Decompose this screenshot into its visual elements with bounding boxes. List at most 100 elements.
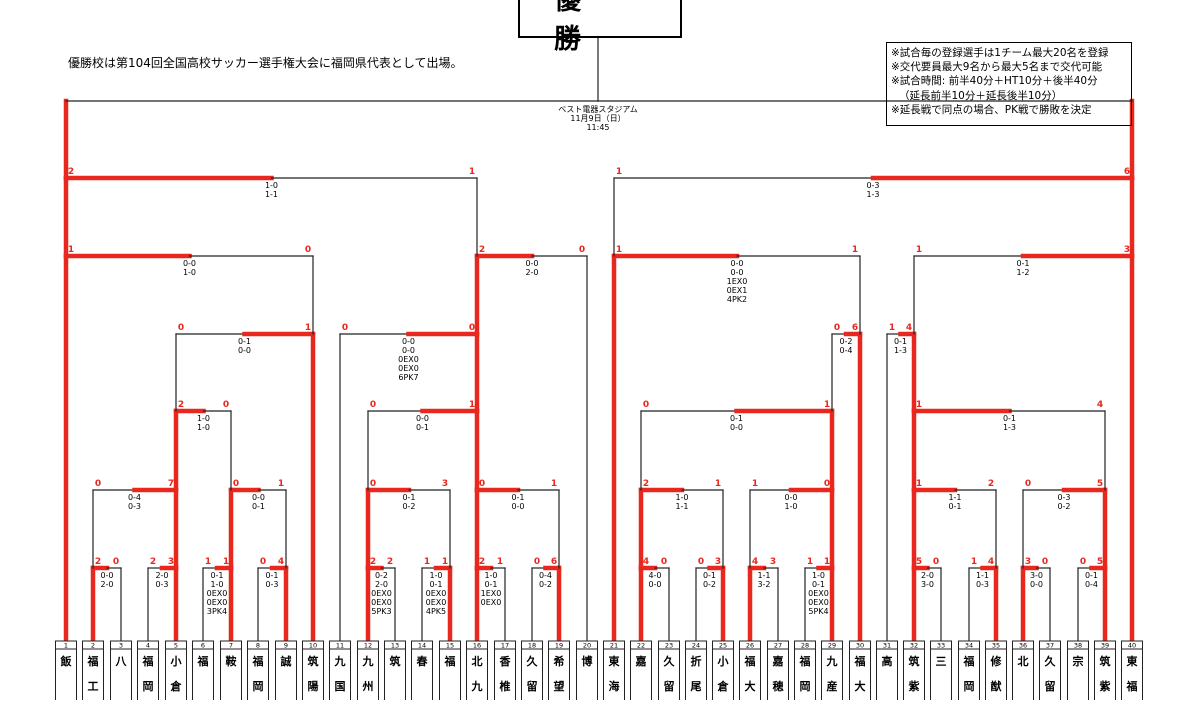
half-score: 0-1 xyxy=(703,571,716,580)
goal-count-left: 0 xyxy=(534,557,540,567)
half-score: 0EX0 xyxy=(426,589,447,598)
team-name-char: 岡 xyxy=(964,680,975,693)
team-number: 27 xyxy=(774,642,782,650)
team-name-char: 久 xyxy=(527,654,539,668)
half-score: 2-0 xyxy=(921,571,934,580)
goal-count-right: 0 xyxy=(1042,557,1048,567)
half-score: 0-4 xyxy=(128,493,141,502)
rule-line: （延長前半10分＋延長後半10分） xyxy=(899,89,1063,102)
half-score: 0-4 xyxy=(1085,580,1098,589)
goal-count-right: 6 xyxy=(1124,167,1130,177)
goal-count-left: 0 xyxy=(834,323,840,333)
half-score: 0-2 xyxy=(839,337,852,346)
team-name-char: 福 xyxy=(142,654,154,668)
half-score: 1-1 xyxy=(265,190,278,199)
half-score: 0-1 xyxy=(402,493,415,502)
team-number: 21 xyxy=(610,642,618,650)
goal-count-left: 1 xyxy=(916,245,922,255)
goal-count-left: 1 xyxy=(752,479,758,489)
team-number: 4 xyxy=(146,642,150,650)
goal-count-left: 1 xyxy=(971,557,977,567)
team-name-char: 折 xyxy=(691,654,702,668)
team-name-char: 北 xyxy=(472,654,483,668)
half-score: 0-3 xyxy=(265,580,278,589)
team-box xyxy=(658,640,680,704)
half-score: 1-0 xyxy=(265,181,278,190)
team-box xyxy=(985,640,1007,704)
half-score: 0-4 xyxy=(539,571,552,580)
half-score: 0-1 xyxy=(1016,259,1029,268)
team-name-char: 鞍 xyxy=(226,654,237,668)
team-box xyxy=(411,640,433,704)
team-name-char: 福 xyxy=(1126,679,1138,693)
goal-count-right: 1 xyxy=(305,323,311,333)
team-number: 28 xyxy=(801,642,809,650)
champion-title-box: 優 勝 xyxy=(518,0,682,55)
team-name-char: 東 xyxy=(609,654,621,668)
team-name-char: 博 xyxy=(582,654,593,668)
goal-count-right: 3 xyxy=(715,557,721,567)
team-number: 16 xyxy=(473,642,481,650)
team-number: 13 xyxy=(391,642,399,650)
goal-count-right: 1 xyxy=(852,245,858,255)
team-name-char: 九 xyxy=(362,654,374,668)
team-box xyxy=(576,640,598,704)
goal-count-left: 4 xyxy=(752,557,758,567)
goal-count-right: 7 xyxy=(168,479,174,489)
team-box xyxy=(247,640,269,704)
team-box xyxy=(384,640,406,704)
team-number: 40 xyxy=(1128,642,1136,650)
rule-line: ※延長戦で同点の場合、PK戦で勝敗を決定 xyxy=(891,103,1092,116)
goal-count-right: 1 xyxy=(442,557,448,567)
team-number: 19 xyxy=(555,642,563,650)
goal-count-right: 0 xyxy=(113,557,119,567)
half-score: 2-0 xyxy=(525,268,538,277)
team-number: 3 xyxy=(119,642,123,650)
goal-count-right: 0 xyxy=(933,557,939,567)
half-score: 0EX0 xyxy=(207,598,228,607)
team-box xyxy=(466,640,488,704)
team-name-char: 久 xyxy=(664,654,676,668)
team-box xyxy=(1012,640,1034,704)
team-box xyxy=(329,640,351,704)
half-score: 1-0 xyxy=(197,414,210,423)
team-box xyxy=(165,640,187,704)
team-box xyxy=(849,640,871,704)
team-number: 38 xyxy=(1074,642,1082,650)
team-box xyxy=(521,640,543,704)
half-score: 0-1 xyxy=(730,414,743,423)
goal-count-right: 4 xyxy=(906,323,912,333)
half-score: 0-1 xyxy=(1085,571,1098,580)
team-number: 11 xyxy=(336,642,344,650)
team-number: 22 xyxy=(637,642,645,650)
goal-count-left: 1 xyxy=(68,245,74,255)
team-box xyxy=(1121,640,1143,704)
goal-count-right: 1 xyxy=(715,479,721,489)
goal-count-right: 0 xyxy=(469,323,475,333)
half-score: 1-0 xyxy=(675,493,688,502)
half-score: 1-0 xyxy=(429,571,442,580)
half-score: 0-0 xyxy=(730,259,743,268)
half-score: 0EX0 xyxy=(481,598,502,607)
team-number: 31 xyxy=(883,642,891,650)
goal-count-right: 3 xyxy=(168,557,174,567)
team-name-char: 椎 xyxy=(499,679,511,693)
half-score: 1-1 xyxy=(948,493,961,502)
team-name-char: 岡 xyxy=(253,680,264,693)
half-score: 0-2 xyxy=(703,580,716,589)
half-score: 0-1 xyxy=(265,571,278,580)
goal-count-left: 2 xyxy=(370,557,376,567)
team-name-char: 福 xyxy=(744,654,756,668)
goal-count-right: 3 xyxy=(1124,245,1130,255)
team-box xyxy=(903,640,925,704)
team-number: 6 xyxy=(201,642,205,650)
half-score: 3PK4 xyxy=(207,607,227,616)
team-number: 17 xyxy=(501,642,509,650)
half-score: 1-3 xyxy=(866,190,879,199)
team-box xyxy=(712,640,734,704)
team-name-char: 福 xyxy=(87,654,99,668)
team-box xyxy=(821,640,843,704)
team-name-char: 留 xyxy=(664,679,675,693)
half-score: 0EX0 xyxy=(371,598,392,607)
